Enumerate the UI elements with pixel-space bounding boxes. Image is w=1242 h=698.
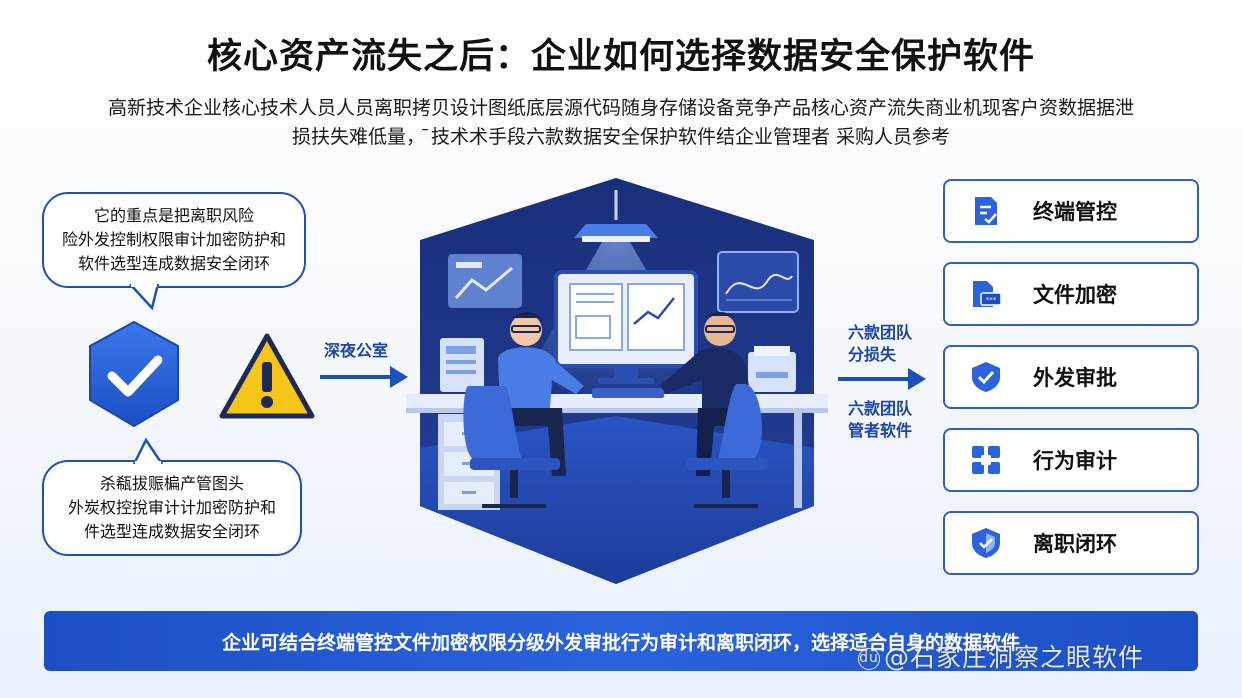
svg-text:***: *** xyxy=(986,296,997,304)
feature-label: 终端管控 xyxy=(1033,200,1117,224)
right-label-top: 六款团队 分损失 xyxy=(848,322,912,366)
feature-file-encryption: *** 文件加密 xyxy=(943,262,1199,326)
bubble-top-tail xyxy=(129,284,160,310)
bubble-top-line-2: 险外发控制权限审计加密防护和 xyxy=(61,230,286,249)
shield-badge-icon xyxy=(972,528,1000,558)
page-title: 核心资产流失之后：企业如何选择数据安全保护软件 xyxy=(206,37,1035,77)
check-shield-icon xyxy=(89,321,179,427)
blocks-icon xyxy=(972,446,1000,474)
page-subtitle: 高新技术企业核心技术人员人员离职拷贝设计图纸底层源代码随身存储设备竞争产品核心资… xyxy=(30,94,1212,152)
summary-banner-text: 企业可结合终端管控文件加密权限分级外发审批行为审计和离职闭环，选择适合自身的数据… xyxy=(221,631,1020,654)
feature-endpoint-control: 终端管控 xyxy=(943,179,1199,243)
summary-banner: 企业可结合终端管控文件加密权限分级外发审批行为审计和离职闭环，选择适合自身的数据… xyxy=(44,611,1198,671)
feature-outbound-approval: 外发审批 xyxy=(943,345,1199,409)
bubble-top-line-1: 它的重点是把离职风险 xyxy=(93,206,254,225)
subtitle-line-1: 高新技术企业核心技术人员人员离职拷贝设计图纸底层源代码随身存储设备竞争产品核心资… xyxy=(107,97,1134,119)
office-scene-illustration xyxy=(406,178,828,584)
right-label-bottom-line-1: 六款团队 xyxy=(848,399,913,418)
encrypted-file-icon: *** xyxy=(973,281,1002,307)
watermark-logo: du xyxy=(858,648,880,670)
bubble-bottom-line-2: 外炭权控挩审计计加密防护和 xyxy=(67,498,276,517)
right-label-top-line-2: 分损失 xyxy=(848,345,897,364)
right-label-bottom: 六款团队 管者软件 xyxy=(848,398,912,442)
right-label-top-line-1: 六款团队 xyxy=(848,323,913,342)
bubble-bottom-line-1: 杀瓻拔赈楄产管图头 xyxy=(99,474,244,493)
bubble-bottom-line-3: 件选型连成数据安全闭环 xyxy=(83,522,260,541)
feature-label: 离职闭环 xyxy=(1033,532,1117,556)
subtitle-line-2: 损扶失难低量，̄ 技术术手段六款数据安全保护软件结企业管理者 采购人员参考 xyxy=(291,126,951,148)
shield-check-icon xyxy=(972,362,1000,392)
left-arrow-label: 深夜公室 xyxy=(324,341,389,360)
left-arrow-icon xyxy=(320,366,408,388)
speech-bubble-top: 它的重点是把离职风险 险外发控制权限审计加密防护和 软件选型连成数据安全闭环 xyxy=(42,192,306,288)
watermark-text: @石家庄洞察之眼软件 xyxy=(884,643,1145,672)
speech-bubble-bottom: 杀瓻拔赈楄产管图头 外炭权控挩审计计加密防护和 件选型连成数据安全闭环 xyxy=(42,460,302,556)
feature-label: 文件加密 xyxy=(1033,283,1117,307)
bubble-top-line-3: 软件选型连成数据安全闭环 xyxy=(77,254,270,273)
document-check-icon xyxy=(975,197,997,225)
watermark: du@石家庄洞察之眼软件 xyxy=(858,638,1144,674)
feature-label: 外发审批 xyxy=(1033,366,1117,390)
right-label-bottom-line-2: 管者软件 xyxy=(848,421,913,440)
warning-icon xyxy=(219,333,315,419)
feature-behavior-audit: 行为审计 xyxy=(943,428,1199,492)
feature-offboarding-loop: 离职闭环 xyxy=(943,511,1199,575)
right-arrow-icon xyxy=(838,368,926,390)
bubble-bottom-tail xyxy=(132,438,164,464)
feature-label: 行为审计 xyxy=(1033,449,1117,473)
